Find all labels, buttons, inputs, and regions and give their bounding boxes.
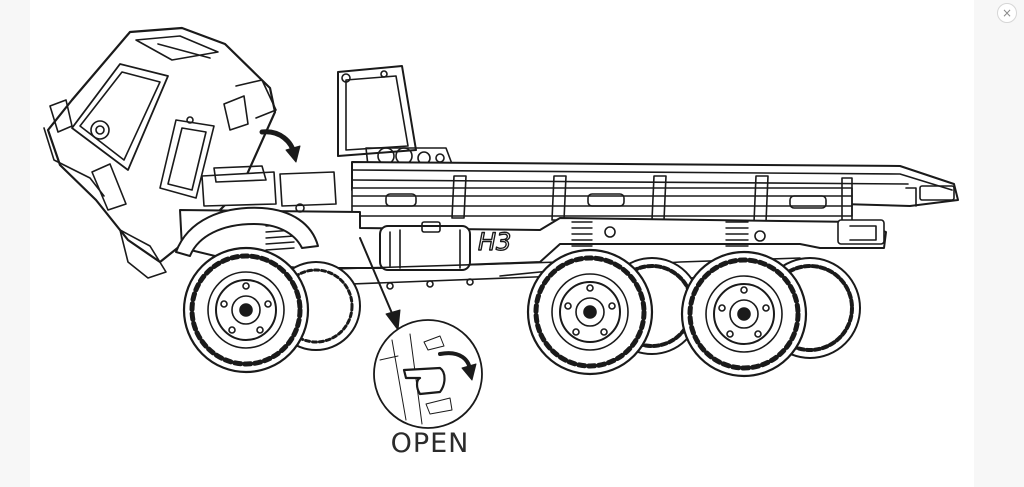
- close-button[interactable]: ×: [997, 3, 1017, 23]
- chassis: [179, 165, 887, 290]
- front-fender: [175, 206, 319, 257]
- wheel-front: [182, 246, 310, 374]
- close-icon: ×: [1001, 6, 1013, 20]
- seat-block: [337, 65, 453, 167]
- open-caption: OPEN: [390, 428, 470, 459]
- wheel-rear: [680, 250, 808, 378]
- wheel-mid: [526, 248, 654, 376]
- flatbed: [351, 161, 959, 223]
- latch-detail-inset: [373, 319, 483, 429]
- h3-logo: H3: [477, 227, 512, 256]
- svg-text:H3: H3: [478, 228, 511, 256]
- pointer-arrow-icon: [359, 237, 395, 319]
